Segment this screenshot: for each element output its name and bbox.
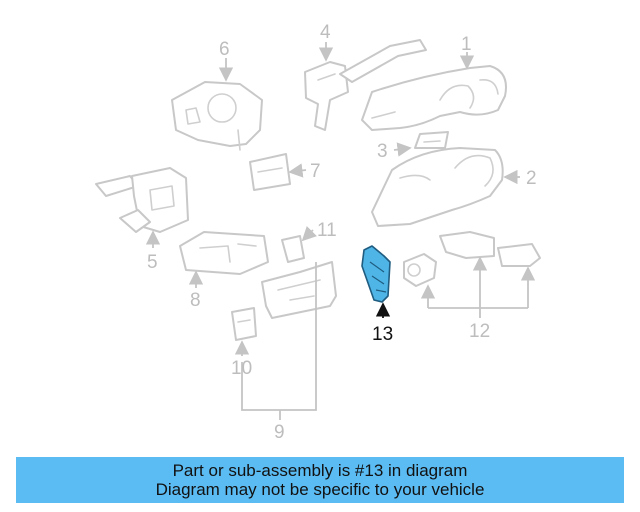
callout-10: 10 bbox=[231, 358, 252, 379]
callout-1: 1 bbox=[461, 34, 472, 55]
callout-4: 4 bbox=[320, 22, 331, 43]
banner-line-1: Part or sub-assembly is #13 in diagram bbox=[172, 461, 468, 480]
part-10-small-switch bbox=[231, 307, 257, 341]
callout-7: 7 bbox=[310, 161, 321, 182]
callout-2: 2 bbox=[526, 168, 537, 189]
part-9-lock-housing bbox=[261, 261, 337, 319]
callout-labels: 1 2 3 4 5 6 7 8 9 10 11 12 13 bbox=[147, 22, 537, 443]
info-banner: Part or sub-assembly is #13 in diagram D… bbox=[16, 457, 624, 503]
part-2-column-cover-lower bbox=[371, 147, 504, 227]
callout-9: 9 bbox=[274, 422, 285, 443]
callout-5: 5 bbox=[147, 252, 158, 273]
parts-diagram: 1 2 3 4 5 6 7 8 9 10 11 12 13 bbox=[95, 22, 541, 443]
part-11-clip bbox=[281, 235, 305, 263]
callout-11: 11 bbox=[317, 220, 337, 241]
part-4-wiper-switch bbox=[304, 39, 427, 131]
callout-12: 12 bbox=[469, 321, 490, 342]
callout-3: 3 bbox=[377, 141, 388, 162]
callout-6: 6 bbox=[219, 39, 230, 60]
leader-lines bbox=[145, 42, 536, 420]
callout-8: 8 bbox=[190, 290, 201, 311]
part-8-switch-module bbox=[179, 231, 269, 275]
part-5-turn-signal-switch bbox=[95, 167, 189, 233]
banner-line-2: Diagram may not be specific to your vehi… bbox=[155, 480, 485, 499]
part-6-clock-spring bbox=[171, 81, 263, 151]
part-13-highlighted-bracket bbox=[361, 245, 391, 303]
part-7-module bbox=[249, 153, 291, 191]
callout-13: 13 bbox=[372, 324, 393, 345]
part-3-bracket bbox=[414, 131, 449, 149]
part-1-column-cover-upper bbox=[361, 65, 507, 131]
part-12-lock-cylinder bbox=[403, 231, 541, 287]
